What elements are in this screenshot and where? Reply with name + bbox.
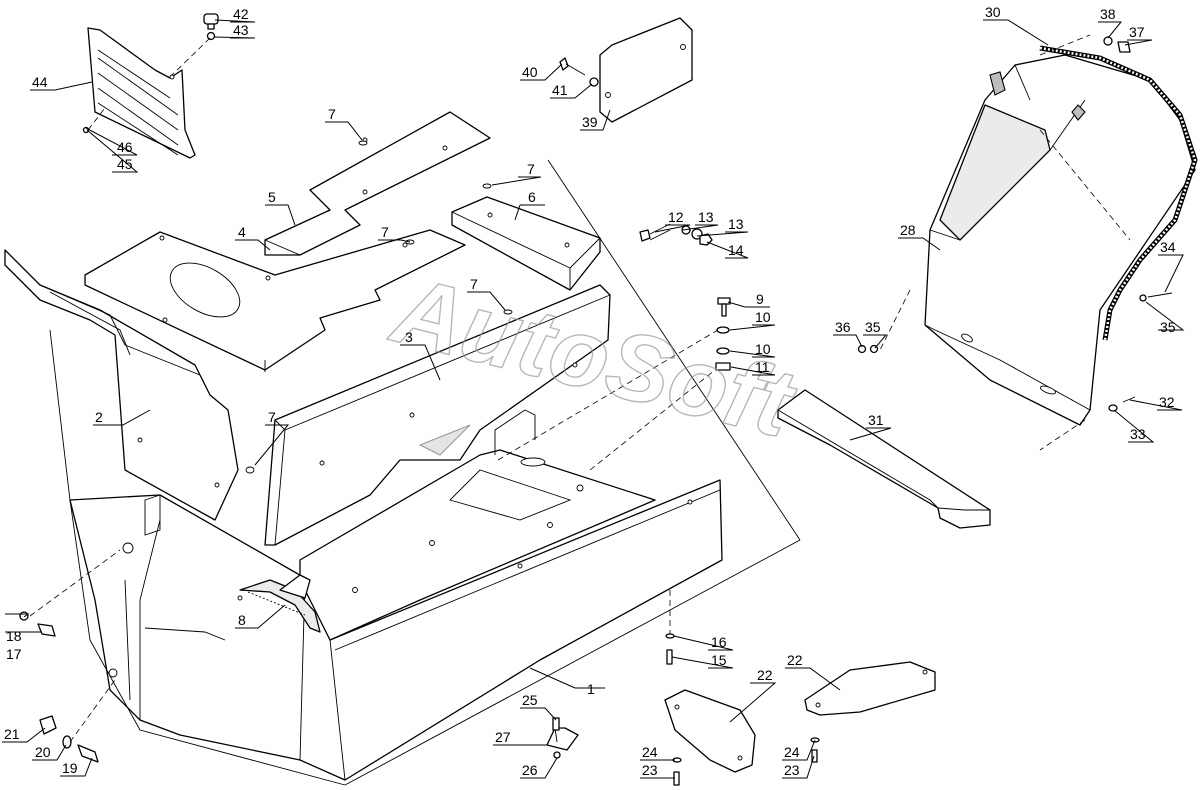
callout-8: 8: [238, 612, 246, 628]
callout-39: 39: [582, 114, 598, 130]
assembly-lines: [29, 34, 1131, 786]
callout-28: 28: [900, 222, 916, 238]
callout-3: 3: [405, 329, 413, 345]
callout-21: 21: [4, 726, 20, 742]
callout-32: 32: [1159, 394, 1175, 410]
callout-7c: 7: [381, 224, 389, 240]
callout-22a: 22: [757, 667, 773, 683]
part-3-rail: [264, 284, 611, 546]
part-5-bar: [264, 111, 491, 256]
callout-7a: 7: [328, 106, 336, 122]
callout-31: 31: [868, 412, 884, 428]
callout-10a: 10: [755, 309, 771, 325]
callout-25: 25: [522, 692, 538, 708]
callout-2: 2: [95, 409, 103, 425]
callout-46: 46: [117, 139, 133, 155]
part-30-seal: [1039, 45, 1198, 341]
part-8-trim: [239, 574, 321, 633]
callout-4: 4: [238, 224, 246, 240]
callout-7e: 7: [268, 409, 276, 425]
callout-7d: 7: [470, 276, 478, 292]
callout-44: 44: [32, 74, 48, 90]
fasteners: [19, 13, 1173, 786]
callout-24a: 24: [642, 744, 658, 760]
callout-35a: 35: [1160, 319, 1176, 335]
callout-36: 36: [835, 319, 851, 335]
callout-12: 12: [668, 209, 684, 225]
callout-34: 34: [1160, 239, 1176, 255]
callout-45: 45: [117, 156, 133, 172]
callout-leaders: [2, 19, 1185, 779]
callout-40: 40: [522, 64, 538, 80]
callout-43: 43: [233, 22, 249, 38]
part-22-cover-right: [804, 661, 936, 716]
callout-19: 19: [62, 760, 78, 776]
callout-labels: 1 2 3 4 5 6 7 7 7 7 7 8 9 10 10 11 12 13…: [4, 4, 1176, 778]
callout-30: 30: [985, 4, 1001, 20]
callout-11: 11: [755, 359, 770, 375]
callout-7b: 7: [527, 161, 535, 177]
part-44-grille: [87, 27, 196, 159]
callout-6: 6: [528, 189, 536, 205]
callout-27: 27: [495, 729, 511, 745]
callout-13b: 13: [728, 216, 744, 232]
part-1-housing: [49, 329, 723, 786]
callout-23b: 23: [784, 762, 800, 778]
callout-15: 15: [711, 652, 727, 668]
callout-18: 18: [6, 628, 22, 644]
callout-20: 20: [35, 744, 51, 760]
part-28-fender: [924, 54, 1196, 426]
callout-22b: 22: [787, 652, 803, 668]
part-39-cover: [599, 17, 693, 123]
callout-26: 26: [522, 762, 538, 778]
part-6-block: [451, 196, 601, 291]
callout-5: 5: [268, 189, 276, 205]
callout-9: 9: [756, 291, 764, 307]
callout-42: 42: [233, 6, 249, 22]
callout-35b: 35: [865, 319, 881, 335]
callout-1: 1: [587, 681, 595, 697]
callout-13a: 13: [698, 209, 714, 225]
callout-24b: 24: [784, 744, 800, 760]
callout-10b: 10: [755, 341, 771, 357]
callout-41: 41: [552, 82, 568, 98]
part-31-bracket: [777, 389, 991, 529]
part-22-cover-left: [664, 689, 756, 773]
callout-17: 17: [6, 646, 22, 662]
part-4-plate: [84, 229, 466, 372]
callout-38: 38: [1100, 6, 1116, 22]
callout-14: 14: [728, 242, 744, 258]
callout-37: 37: [1129, 24, 1145, 40]
callout-16: 16: [711, 634, 727, 650]
part-2-side-panel: [4, 249, 239, 521]
callout-23a: 23: [642, 762, 658, 778]
part-27-small-bracket: [546, 727, 579, 751]
callout-33: 33: [1130, 426, 1146, 442]
